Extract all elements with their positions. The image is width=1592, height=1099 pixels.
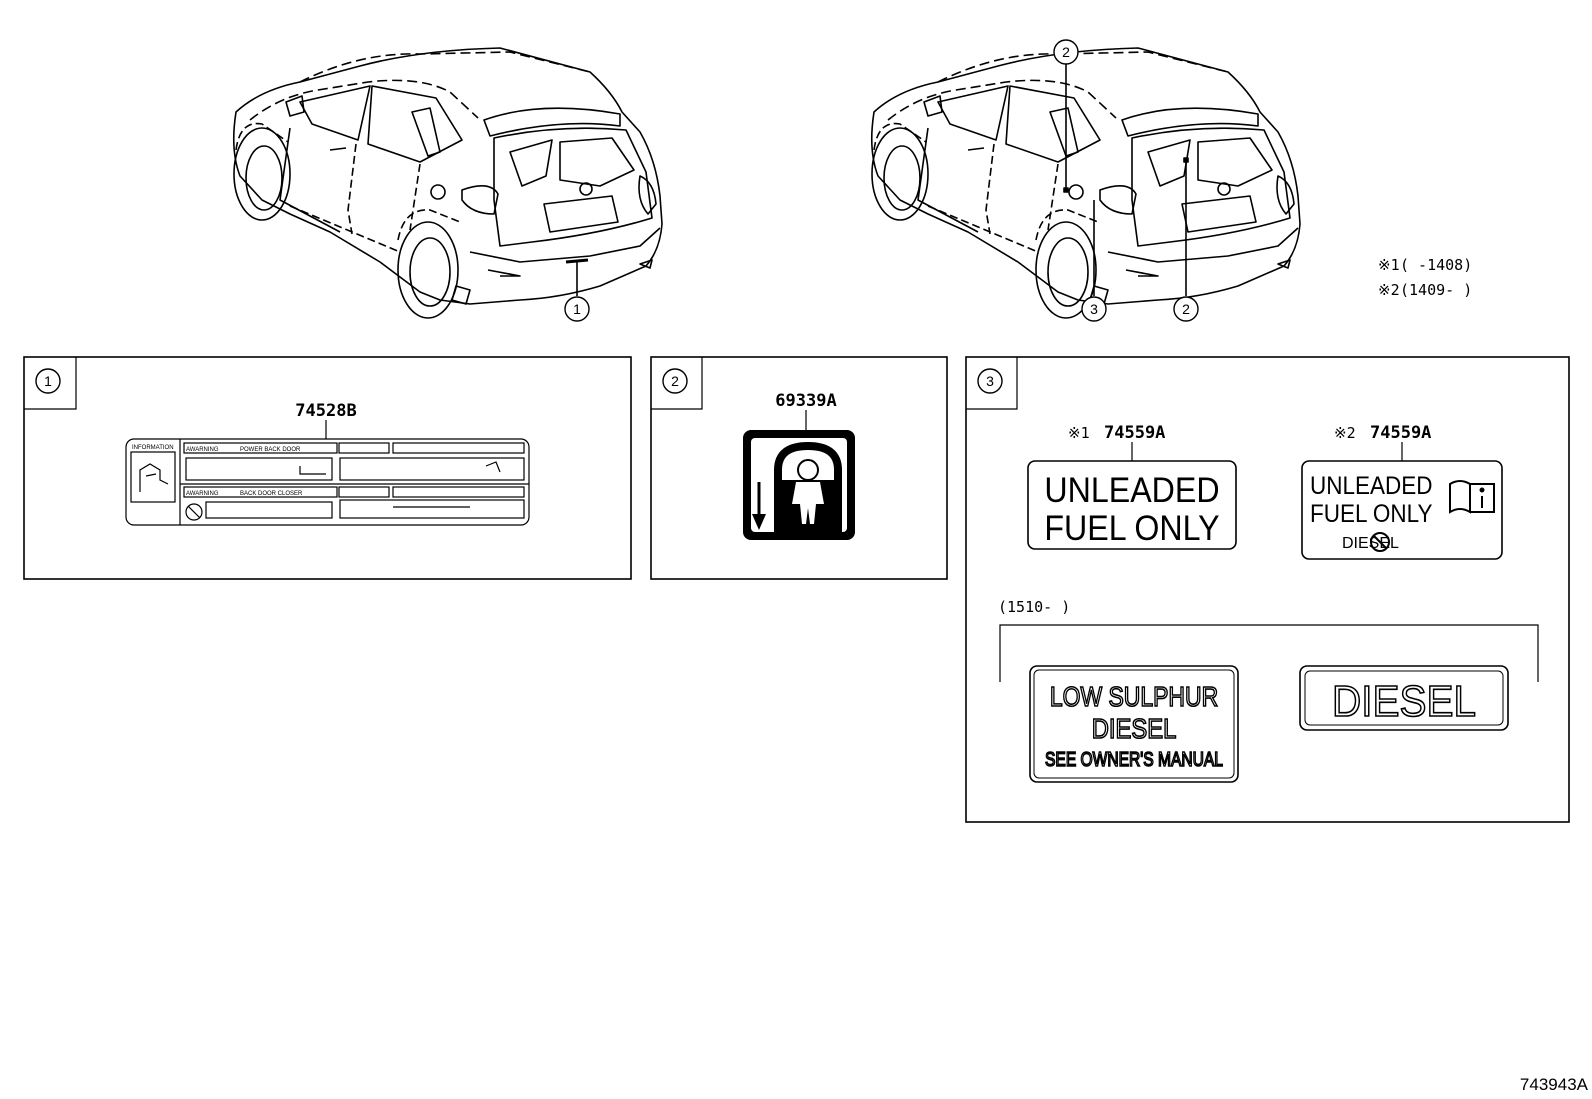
svg-text:(1409- ): (1409- ) xyxy=(1400,281,1472,299)
applicability-notes: ※1 ( -1408) ※2 (1409- ) xyxy=(1378,256,1472,299)
svg-text:1: 1 xyxy=(573,301,581,317)
svg-text:DIESEL: DIESEL xyxy=(1332,676,1476,725)
svg-text:FUEL ONLY: FUEL ONLY xyxy=(1310,500,1433,528)
svg-text:2: 2 xyxy=(1062,44,1070,60)
svg-text:( -1408): ( -1408) xyxy=(1400,256,1472,274)
svg-text:AWARNING: AWARNING xyxy=(186,491,219,497)
decal-unleaded-no-diesel: UNLEADED FUEL ONLY DIESEL xyxy=(1301,460,1503,560)
figure-id: 743943A xyxy=(1520,1075,1589,1094)
svg-text:1: 1 xyxy=(44,373,52,389)
svg-text:UNLEADED: UNLEADED xyxy=(1310,472,1432,500)
svg-text:AWARNING: AWARNING xyxy=(186,447,219,453)
svg-text:74559A: 74559A xyxy=(1104,423,1165,443)
decal-diesel: DIESEL xyxy=(1299,665,1509,731)
svg-text:※1: ※1 xyxy=(1068,424,1090,442)
svg-text:UNLEADED: UNLEADED xyxy=(1044,472,1219,511)
svg-text:2: 2 xyxy=(671,373,679,389)
callout-2-car-top: 2 xyxy=(1053,39,1079,65)
child-lock-icon xyxy=(743,430,855,540)
owner-manual-info-icon xyxy=(1449,480,1495,514)
callout-2-car-bottom: 2 xyxy=(1173,296,1199,322)
svg-text:POWER BACK DOOR: POWER BACK DOOR xyxy=(240,447,301,453)
warning-label-74528B: INFORMATION AWARNING POWER BACK DOOR AWA… xyxy=(125,438,530,526)
car-right-illustration xyxy=(870,47,1301,319)
svg-text:69339A: 69339A xyxy=(775,391,836,411)
svg-text:74528B: 74528B xyxy=(295,401,356,421)
decal-unleaded-fuel-only: UNLEADED FUEL ONLY xyxy=(1027,460,1237,550)
svg-text:74559A: 74559A xyxy=(1370,423,1431,443)
svg-text:FUEL ONLY: FUEL ONLY xyxy=(1044,510,1219,549)
svg-text:3: 3 xyxy=(1090,301,1098,317)
car-left-illustration xyxy=(232,47,663,319)
decal-low-sulphur-diesel: LOW SULPHUR DIESEL SEE OWNER'S MANUAL xyxy=(1029,665,1239,783)
svg-text:(1510- ): (1510- ) xyxy=(998,598,1070,616)
svg-text:※1: ※1 xyxy=(1378,256,1400,274)
svg-text:INFORMATION: INFORMATION xyxy=(132,445,174,451)
callout-3-car: 3 xyxy=(1081,296,1107,322)
svg-text:2: 2 xyxy=(1182,301,1190,317)
callout-1-car: 1 xyxy=(564,296,590,322)
svg-text:LOW SULPHUR: LOW SULPHUR xyxy=(1050,682,1218,713)
svg-text:DIESEL: DIESEL xyxy=(1092,712,1177,744)
svg-text:※2: ※2 xyxy=(1378,281,1400,299)
panel-1: 1 74528B INFORMATION A xyxy=(23,356,632,580)
panel-2: 2 69339A xyxy=(650,356,948,580)
svg-text:※2: ※2 xyxy=(1334,424,1356,442)
svg-text:BACK DOOR CLOSER: BACK DOOR CLOSER xyxy=(240,491,303,497)
panel-3: 3 ※1 74559A UNLEADED FUEL ONLY ※2 74559A… xyxy=(965,356,1570,823)
svg-text:3: 3 xyxy=(986,373,994,389)
svg-text:SEE OWNER'S MANUAL: SEE OWNER'S MANUAL xyxy=(1045,748,1223,770)
